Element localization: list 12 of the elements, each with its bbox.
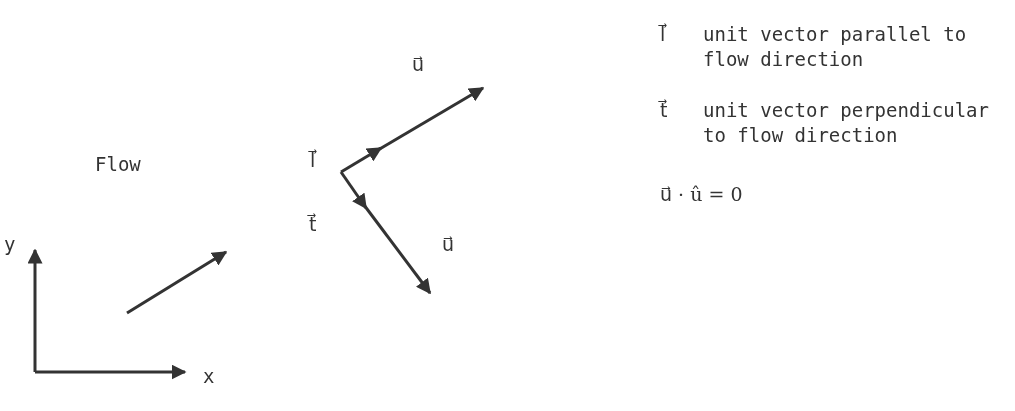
vector-symbol: t⃗: [309, 212, 317, 237]
axis-label: x: [203, 364, 215, 389]
vector-symbol: u⃗: [442, 232, 455, 257]
definition-text: unit vector parallel to flow direction: [703, 22, 968, 72]
vector-symbol: t⃗: [660, 98, 668, 123]
vector-symbol: l⃗: [310, 148, 316, 173]
axis-label: y: [4, 232, 16, 257]
vector-symbol: l⃗: [660, 22, 666, 47]
vector-symbol: u⃗: [412, 52, 425, 77]
definition-text: unit vector perpendicular to flow direction: [703, 98, 990, 148]
flow-label: Flow: [95, 152, 141, 177]
equation: u⃗ · û = 0: [660, 182, 743, 207]
